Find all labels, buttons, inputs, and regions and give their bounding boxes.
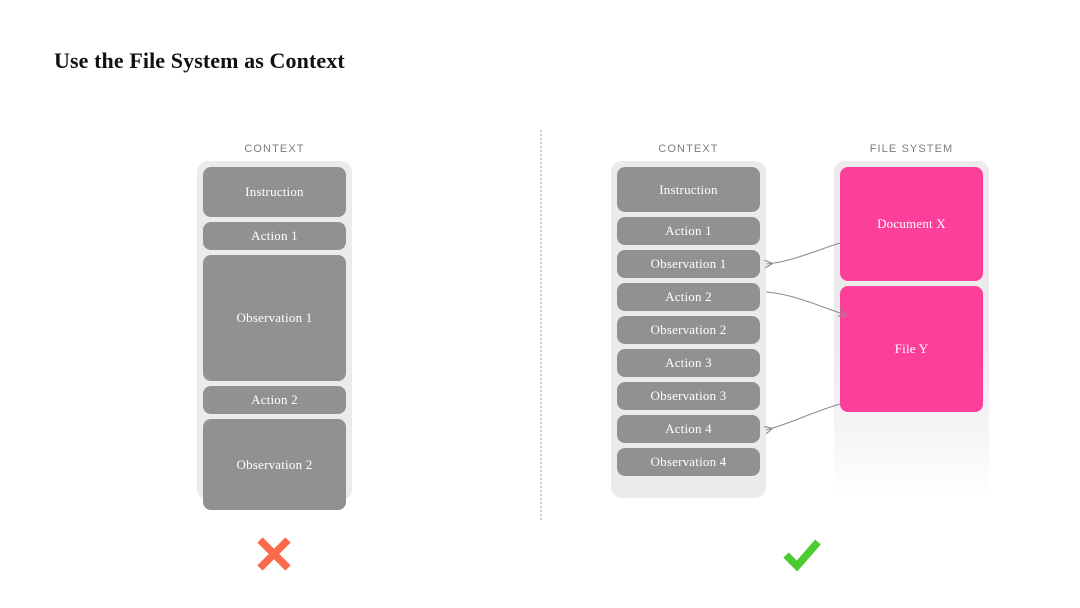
block-label: Observation 1 bbox=[650, 256, 727, 271]
block-instruction: Instruction bbox=[617, 167, 760, 212]
block-action-4: Action 4 bbox=[617, 415, 760, 443]
check-mark-icon bbox=[783, 539, 821, 572]
block-label: Action 3 bbox=[665, 355, 712, 370]
block-label: Action 2 bbox=[251, 392, 298, 407]
cross-mark-icon bbox=[257, 537, 291, 571]
block-label: Observation 2 bbox=[650, 322, 727, 337]
block-instruction: Instruction bbox=[203, 167, 346, 217]
block-action-2: Action 2 bbox=[617, 283, 760, 311]
block-action-2: Action 2 bbox=[203, 386, 346, 414]
block-label: Observation 2 bbox=[236, 456, 313, 472]
block-label: Observation 3 bbox=[650, 388, 727, 403]
block-observation-2: Observation 2 bbox=[203, 419, 346, 510]
vertical-dotted-divider bbox=[540, 130, 542, 520]
block-action-1: Action 1 bbox=[203, 222, 346, 250]
right-context-column-header: CONTEXT bbox=[658, 143, 719, 155]
connector-action-2-to-file-y bbox=[765, 291, 840, 313]
file-system-panel: Document X File Y bbox=[834, 161, 989, 498]
block-label: Observation 4 bbox=[650, 454, 727, 469]
block-observation-4: Observation 4 bbox=[617, 448, 760, 476]
block-label: Action 1 bbox=[665, 223, 712, 238]
block-label: File Y bbox=[894, 341, 929, 356]
block-label: Instruction bbox=[245, 184, 304, 199]
block-label: Instruction bbox=[659, 181, 718, 197]
block-label: Action 4 bbox=[665, 421, 712, 436]
block-label: Document X bbox=[877, 216, 946, 231]
page-title: Use the File System as Context bbox=[54, 48, 345, 73]
block-label: Action 2 bbox=[665, 289, 712, 304]
left-context-column-header: CONTEXT bbox=[244, 143, 305, 155]
block-document-x: Document X bbox=[840, 167, 983, 281]
block-observation-3: Observation 3 bbox=[617, 382, 760, 410]
block-label: Action 1 bbox=[251, 228, 298, 243]
block-observation-1: Observation 1 bbox=[617, 250, 760, 278]
connector-file-y-to-action-4 bbox=[766, 403, 841, 430]
block-file-y: File Y bbox=[840, 286, 983, 412]
block-label: Observation 1 bbox=[236, 310, 313, 325]
block-observation-2: Observation 2 bbox=[617, 316, 760, 344]
connector-document-x-to-observation-1 bbox=[766, 242, 841, 264]
file-system-column-header: FILE SYSTEM bbox=[869, 143, 954, 155]
block-action-1: Action 1 bbox=[617, 217, 760, 245]
block-observation-1: Observation 1 bbox=[203, 255, 346, 381]
block-action-3: Action 3 bbox=[617, 349, 760, 377]
